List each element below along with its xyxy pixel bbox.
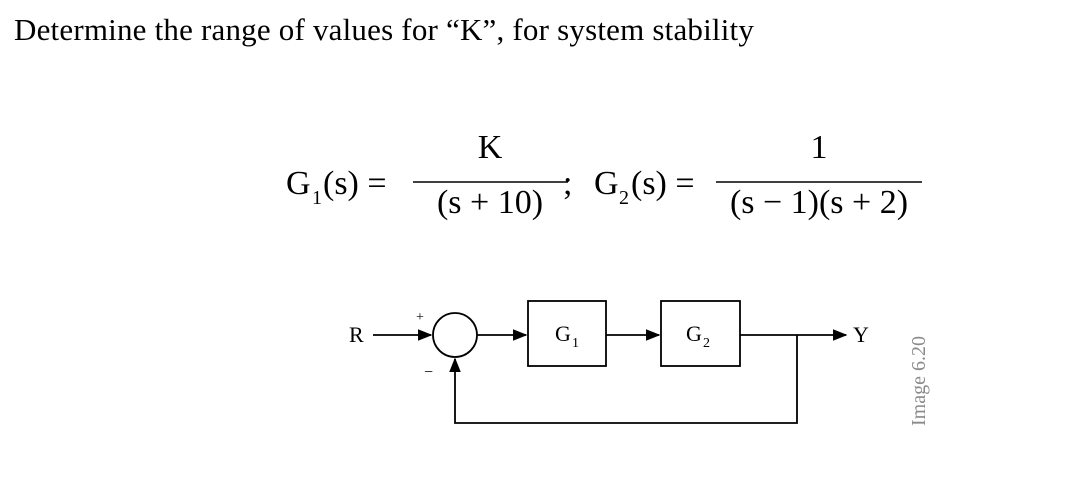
g2-block-subscript: 2 (703, 336, 710, 351)
g2-subscript: 2 (619, 187, 629, 209)
input-label-r: R (349, 322, 364, 347)
g1-symbol: G (286, 165, 311, 202)
g2-argument: (s) = (631, 165, 695, 202)
summing-junction (432, 312, 478, 358)
plus-sign: + (416, 310, 424, 325)
g1-argument: (s) = (323, 165, 387, 202)
g2-symbol: G (594, 165, 619, 202)
output-label-y: Y (853, 322, 869, 347)
g1-block-label: G (555, 321, 571, 346)
g1-numerator: K (478, 129, 503, 166)
g2-numerator: 1 (811, 129, 828, 166)
minus-sign: − (424, 364, 433, 381)
equation-separator: ; (563, 165, 572, 202)
g1-denominator: (s + 10) (437, 184, 543, 221)
g2-denominator: (s − 1)(s + 2) (730, 184, 908, 221)
question-text: Determine the range of values for “K”, f… (14, 12, 755, 47)
g1-subscript: 1 (312, 187, 322, 209)
transfer-function-equations: G 1 (s) = K (s + 10) ; G 2 (s) = 1 (s − … (286, 129, 922, 221)
feedback-path (449, 335, 798, 424)
image-caption-label: Image 6.20 (908, 336, 930, 426)
g1-block (527, 300, 607, 367)
block-diagram: R + − G 1 G 2 Y (349, 300, 869, 424)
g2-block-label: G (686, 321, 702, 346)
g2-block (660, 300, 741, 367)
g1-block-subscript: 1 (572, 336, 579, 351)
